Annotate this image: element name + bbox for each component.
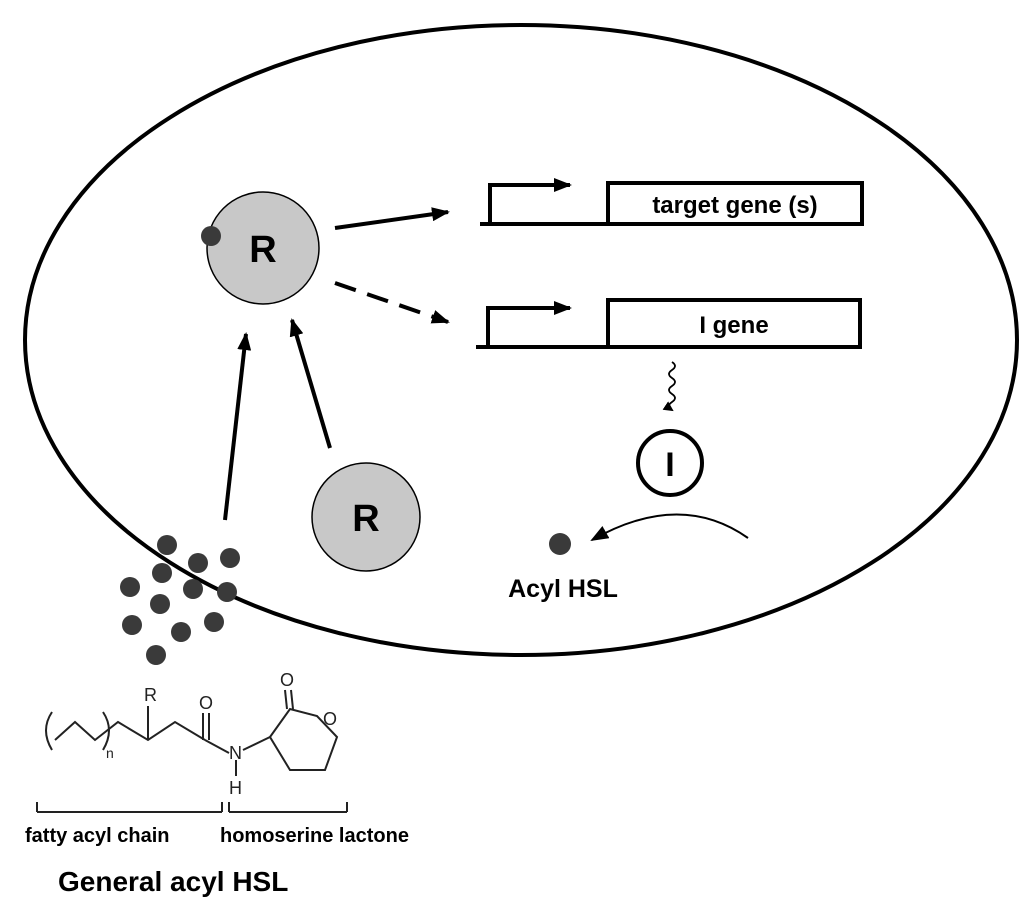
i-gene-label: I gene	[699, 312, 768, 339]
homoserine-lactone-caption: homoserine lactone	[220, 825, 409, 847]
target-gene: target gene (s)	[480, 178, 864, 226]
general-acyl-hsl-caption: General acyl HSL	[58, 866, 288, 897]
target-gene-label: target gene (s)	[652, 192, 817, 219]
activation-arrow	[334, 207, 450, 230]
uptake-arrow-regulator	[289, 318, 332, 449]
lactone-carbonyl-oxygen: O	[280, 670, 294, 690]
bound-regulator-label: R	[249, 229, 276, 271]
acyl-hsl-cluster	[120, 535, 240, 665]
target-promoter-arrow	[488, 178, 572, 224]
free-regulator-label: R	[352, 498, 379, 540]
free-regulator: R	[311, 462, 421, 572]
synthase-label: I	[665, 446, 674, 484]
target-gene-box	[606, 181, 864, 226]
fatty-acyl-chain-caption: fatty acyl chain	[25, 825, 170, 847]
i-gene-box	[606, 298, 862, 349]
hydrogen-atom: H	[229, 778, 242, 798]
repeat-subscript: n	[106, 745, 114, 761]
expression-squiggle	[662, 361, 676, 412]
synthesis-arrow	[590, 513, 749, 541]
cell-outline	[23, 23, 1019, 657]
acyl-hsl-structure	[36, 689, 348, 813]
substituent-r: R	[144, 685, 157, 705]
attached-acyl-hsl	[201, 226, 221, 246]
structure-atom-labels: R O N H O O n	[106, 670, 337, 798]
synthase-i: I	[636, 429, 704, 497]
nitrogen-atom: N	[229, 743, 242, 763]
autoinduction-arrow	[334, 281, 450, 324]
carbonyl-oxygen: O	[199, 693, 213, 713]
uptake-arrow-signal	[223, 332, 252, 521]
i-promoter-arrow	[486, 301, 572, 347]
acyl-hsl-label: Acyl HSL	[508, 575, 618, 603]
bound-regulator: R	[201, 191, 320, 305]
i-gene: I gene	[476, 298, 862, 349]
acyl-hsl-molecule	[549, 533, 571, 555]
ring-oxygen: O	[323, 709, 337, 729]
